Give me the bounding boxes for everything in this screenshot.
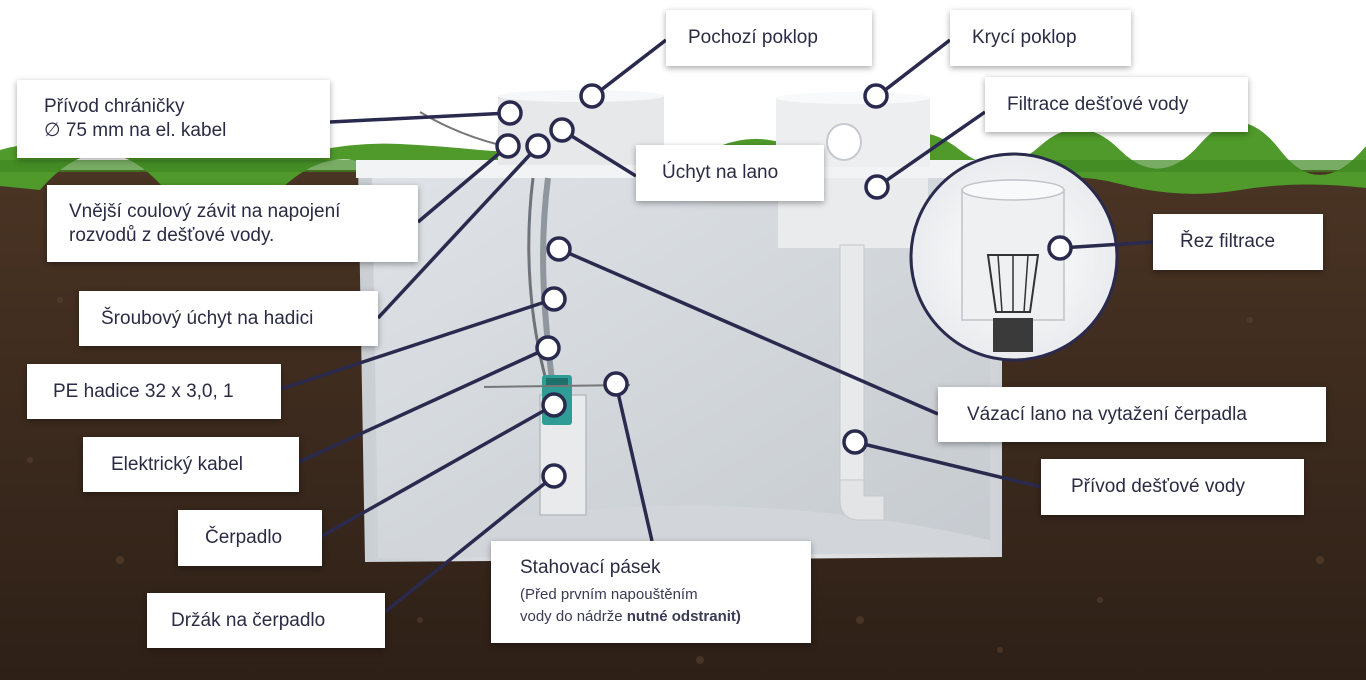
label-text: Elektrický kabel: [111, 453, 243, 475]
label-text: Stahovací pásek: [520, 557, 661, 579]
label-text: Řez filtrace: [1180, 231, 1276, 253]
label-text: Vázací lano na vytažení čerpadla: [967, 403, 1247, 425]
label-note: (Před prvním napouštěním: [520, 586, 698, 604]
label-kryci-poklop: Krycí poklop: [950, 10, 1131, 66]
label-note-text: vody do nádrže: [520, 607, 627, 625]
label-text: rozvodů z dešťové vody.: [69, 224, 275, 246]
label-text: Šroubový úchyt na hadici: [101, 307, 314, 329]
label-cerpadlo: Čerpadlo: [178, 510, 322, 566]
label-text: Pochozí poklop: [688, 27, 818, 49]
tank-interior: [372, 174, 990, 545]
label-stahovaci-pasek: Stahovací pásek (Před prvním napouštěním…: [491, 541, 811, 643]
label-text: Filtrace dešťové vody: [1007, 93, 1189, 115]
label-rez-filtrace: Řez filtrace: [1153, 214, 1323, 270]
shaft-opening: [826, 123, 862, 161]
label-sroubovy-uchyt: Šroubový úchyt na hadici: [79, 291, 378, 346]
label-text: PE hadice 32 x 3,0, 1: [53, 380, 234, 402]
label-text: ∅ 75 mm na el. kabel: [44, 120, 227, 141]
label-text: Držák na čerpadlo: [171, 609, 326, 631]
label-privod-destove-vody: Přívod dešťové vody: [1041, 459, 1304, 515]
label-uchyt-na-lano: Úchyt na lano: [636, 145, 824, 201]
label-pochozi-poklop: Pochozí poklop: [666, 10, 872, 66]
label-drzak: Držák na čerpadlo: [147, 593, 385, 648]
label-filtrace: Filtrace dešťové vody: [985, 77, 1248, 132]
label-text: Přívod dešťové vody: [1071, 476, 1245, 498]
leader-lines: [280, 38, 1154, 614]
label-privod-chranicky: Přívod chráničky ∅ 75 mm na el. kabel: [17, 80, 330, 158]
label-pe-hadice: PE hadice 32 x 3,0, 1: [27, 364, 281, 419]
label-text: Vnější coulový závit na napojení: [69, 200, 341, 222]
label-vazaci-lano: Vázací lano na vytažení čerpadla: [938, 387, 1326, 442]
label-vnejsi-zavit: Vnější coulový závit na napojení rozvodů…: [47, 185, 418, 262]
label-note-bold: nutné odstranit): [626, 607, 741, 625]
inlet-pipe-elbow: [839, 479, 885, 521]
label-text: Krycí poklop: [972, 27, 1077, 49]
label-note-line2: vody do nádrže nutné odstranit): [520, 606, 741, 628]
anchor-dots: [495, 83, 1073, 489]
label-elektricky-kabel: Elektrický kabel: [83, 437, 299, 492]
label-text: Úchyt na lano: [662, 162, 779, 184]
label-text: Přívod chráničky: [44, 96, 185, 118]
label-text: Čerpadlo: [205, 527, 283, 549]
